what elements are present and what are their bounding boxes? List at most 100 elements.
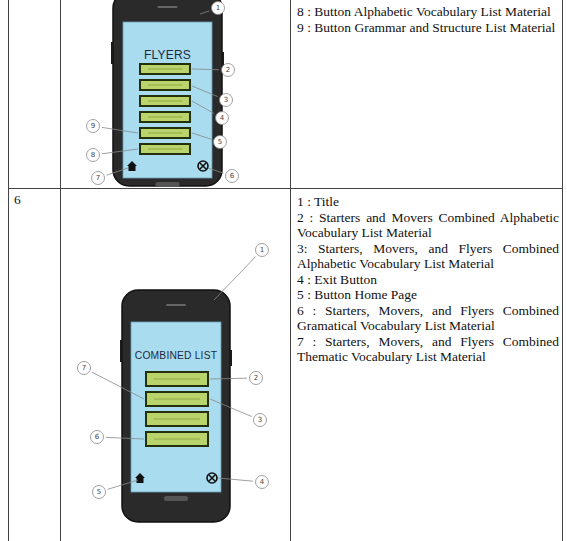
menu-button bbox=[140, 80, 190, 90]
leader-line bbox=[102, 149, 138, 154]
button-scribble bbox=[154, 439, 200, 440]
callout-circle bbox=[216, 112, 229, 125]
callout-number: 3 bbox=[253, 413, 267, 427]
menu-button bbox=[140, 96, 190, 106]
table-rule bbox=[290, 0, 291, 541]
callout-circle bbox=[214, 136, 227, 149]
phone-body bbox=[122, 290, 230, 522]
description-text: 7 : Starters, Movers, and Flyers Combine… bbox=[297, 334, 559, 365]
leader-line bbox=[200, 11, 209, 14]
description-text: 8 : Button Alphabetic Vocabulary List Ma… bbox=[297, 4, 559, 20]
button-scribble bbox=[148, 101, 182, 102]
callout-number: 4 bbox=[255, 475, 269, 489]
table-cell: 1 : Title2 : Starters and Movers Combine… bbox=[297, 194, 559, 365]
button-scribble bbox=[148, 117, 182, 118]
description-text: 9 : Button Grammar and Structure List Ma… bbox=[297, 20, 559, 36]
exit-icon bbox=[207, 473, 217, 483]
side-key bbox=[120, 340, 123, 362]
callout-circle bbox=[256, 476, 269, 489]
callout-number: 4 bbox=[215, 111, 229, 125]
table-rule bbox=[562, 0, 563, 541]
callout-number: 6 bbox=[90, 430, 104, 444]
table-rule bbox=[8, 188, 563, 189]
menu-button bbox=[140, 128, 190, 138]
callout-number: 1 bbox=[211, 1, 225, 15]
menu-button bbox=[146, 432, 208, 446]
description-text: 4 : Exit Button bbox=[297, 272, 559, 288]
speaker bbox=[166, 304, 186, 306]
callout-number: 2 bbox=[221, 63, 235, 77]
callout-circle bbox=[212, 2, 225, 15]
table-rule bbox=[8, 0, 9, 541]
description-text: 2 : Starters and Movers Combined Alphabe… bbox=[297, 210, 559, 241]
callout-circle bbox=[87, 149, 100, 162]
button-scribble bbox=[148, 85, 182, 86]
menu-button bbox=[140, 112, 190, 122]
home-key bbox=[156, 182, 180, 187]
leader-line bbox=[208, 168, 223, 173]
row-number: 6 bbox=[14, 192, 21, 208]
description-text: 6 : Starters, Movers, and Flyers Combine… bbox=[297, 303, 559, 334]
callout-number: 3 bbox=[219, 93, 233, 107]
leader-line bbox=[192, 86, 218, 97]
phone-illustration bbox=[111, 0, 224, 187]
screen-title: COMBINED LIST bbox=[131, 350, 221, 361]
button-scribble bbox=[154, 419, 200, 420]
leader-line bbox=[214, 256, 256, 300]
callout-number: 5 bbox=[213, 135, 227, 149]
table-grid bbox=[8, 0, 563, 541]
leader-line bbox=[102, 127, 138, 133]
menu-button bbox=[146, 392, 208, 406]
callout-circle bbox=[92, 172, 105, 185]
callout-circle bbox=[78, 362, 91, 375]
callout-circle bbox=[220, 94, 233, 107]
description-text: 3: Starters, Movers, and Flyers Combined… bbox=[297, 241, 559, 272]
leader-line bbox=[210, 399, 252, 417]
exit-icon bbox=[209, 475, 215, 481]
side-key bbox=[229, 350, 232, 366]
callout-number: 7 bbox=[91, 171, 105, 185]
description-text: 5 : Button Home Page bbox=[297, 287, 559, 303]
leader-line bbox=[106, 437, 144, 439]
leader-line bbox=[218, 478, 253, 481]
menu-button bbox=[140, 64, 190, 74]
phone-screen: COMBINED LIST bbox=[131, 322, 221, 492]
leader-lines bbox=[78, 2, 269, 499]
callout-number: 1 bbox=[255, 243, 269, 257]
menu-button bbox=[140, 144, 190, 154]
exit-icon bbox=[198, 161, 208, 171]
leader-line bbox=[210, 378, 247, 380]
exit-icon bbox=[200, 163, 206, 169]
menu-button bbox=[146, 372, 208, 386]
button-scribble bbox=[154, 379, 200, 380]
callout-circle bbox=[254, 414, 267, 427]
callout-circle bbox=[93, 486, 106, 499]
callout-circle bbox=[250, 372, 263, 385]
description-text: 1 : Title bbox=[297, 194, 559, 210]
home-icon bbox=[135, 473, 145, 483]
leader-line bbox=[192, 69, 219, 71]
phone-screen: FLYERS bbox=[123, 22, 212, 178]
callout-circle bbox=[256, 244, 269, 257]
callout-circle bbox=[226, 170, 239, 183]
speaker bbox=[158, 6, 178, 8]
home-icon bbox=[127, 161, 137, 171]
screen-title: FLYERS bbox=[123, 48, 212, 62]
leader-line bbox=[108, 480, 138, 489]
table-rule bbox=[60, 0, 61, 541]
leader-line bbox=[107, 168, 128, 175]
phone-body bbox=[113, 0, 222, 186]
callout-circle bbox=[222, 64, 235, 77]
button-scribble bbox=[154, 399, 200, 400]
phone-illustration bbox=[120, 290, 232, 522]
callout-number: 6 bbox=[225, 169, 239, 183]
side-key bbox=[111, 42, 114, 64]
phone-screen bbox=[123, 22, 212, 178]
callout-number: 2 bbox=[249, 371, 263, 385]
leader-line bbox=[192, 133, 211, 139]
callout-circle bbox=[91, 431, 104, 444]
callout-circle bbox=[87, 120, 100, 133]
home-key bbox=[164, 496, 188, 501]
table-cell: 8 : Button Alphabetic Vocabulary List Ma… bbox=[297, 4, 559, 35]
leader-line bbox=[92, 372, 144, 399]
